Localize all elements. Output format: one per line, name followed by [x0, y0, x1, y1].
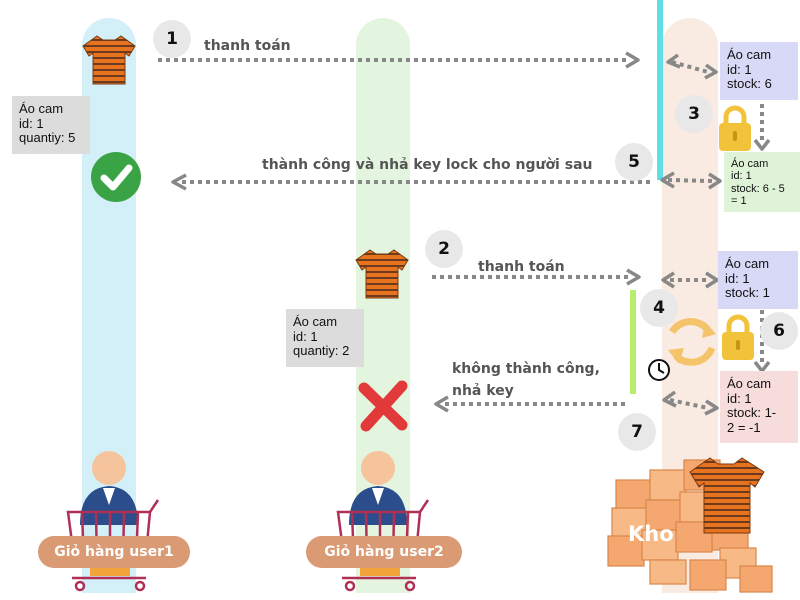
user2-cart-box: Áo cam id: 1 quantiy: 2 [286, 309, 364, 367]
item-name: Áo cam [727, 376, 772, 391]
lock-icon [719, 105, 751, 151]
item-stock: stock: 6 [727, 76, 772, 92]
step-number-6: 6 [760, 312, 798, 350]
step-number-2: 2 [425, 230, 463, 268]
stock-box-4: Áo cam id: 1 stock: 1- 2 = -1 [720, 371, 798, 443]
step-number-7: 7 [618, 413, 656, 451]
label-pay1: thanh toán [204, 38, 291, 54]
step-number-4: 4 [640, 289, 678, 327]
cart-label-user1: Giỏ hàng user1 [38, 536, 190, 568]
item-name: Áo cam [19, 101, 64, 116]
item-id: id: 1 [19, 115, 44, 131]
label-fail-line1: không thành công, [452, 361, 600, 377]
item-name: Áo cam [293, 314, 338, 329]
item-stock: stock: 1- [727, 405, 777, 421]
connector-stock4 [669, 398, 709, 410]
user1-cart-box: Áo cam id: 1 quantiy: 5 [12, 96, 90, 154]
item-stock-result: = 1 [731, 194, 747, 207]
tshirt-icon [82, 35, 136, 85]
label-success: thành công và nhả key lock cho người sau [262, 157, 593, 173]
lock-icon [722, 314, 754, 360]
item-id: id: 1 [293, 328, 318, 344]
stock-box-1: Áo cam id: 1 stock: 6 [720, 42, 798, 100]
label-fail-line2: nhả key [452, 383, 514, 399]
tshirt-icon [689, 457, 765, 534]
tshirt-icon [355, 249, 409, 299]
lock-bar-user1 [657, 0, 663, 180]
connector-stock1 [671, 60, 709, 74]
item-name: Áo cam [731, 158, 769, 170]
check-icon [91, 152, 141, 202]
item-id: id: 1 [731, 170, 752, 183]
item-quantity: quantiy: 5 [19, 130, 76, 146]
step-number-3: 3 [675, 95, 713, 133]
label-pay2: thanh toán [478, 259, 565, 275]
item-id: id: 1 [727, 61, 752, 77]
item-name: Áo cam [725, 256, 770, 271]
stock-box-2: Áo cam id: 1 stock: 6 - 5 = 1 [724, 152, 800, 212]
warehouse-label: Kho [628, 522, 674, 546]
item-id: id: 1 [727, 390, 752, 406]
clock-icon [648, 359, 670, 381]
item-stock: stock: 6 - 5 [731, 182, 785, 195]
item-name: Áo cam [727, 47, 772, 62]
retry-icon [668, 318, 716, 366]
lock-bar-user2 [630, 290, 636, 394]
item-id: id: 1 [725, 270, 750, 286]
item-stock-result: 2 = -1 [727, 419, 761, 435]
step-number-5: 5 [615, 143, 653, 181]
cart-label-user2: Giỏ hàng user2 [306, 536, 462, 568]
stock-box-3: Áo cam id: 1 stock: 1 [718, 251, 798, 309]
item-stock: stock: 1 [725, 285, 770, 301]
step-number-1: 1 [153, 20, 191, 58]
cross-icon [358, 380, 408, 432]
item-quantity: quantiy: 2 [293, 343, 350, 359]
person-icon [349, 451, 407, 525]
